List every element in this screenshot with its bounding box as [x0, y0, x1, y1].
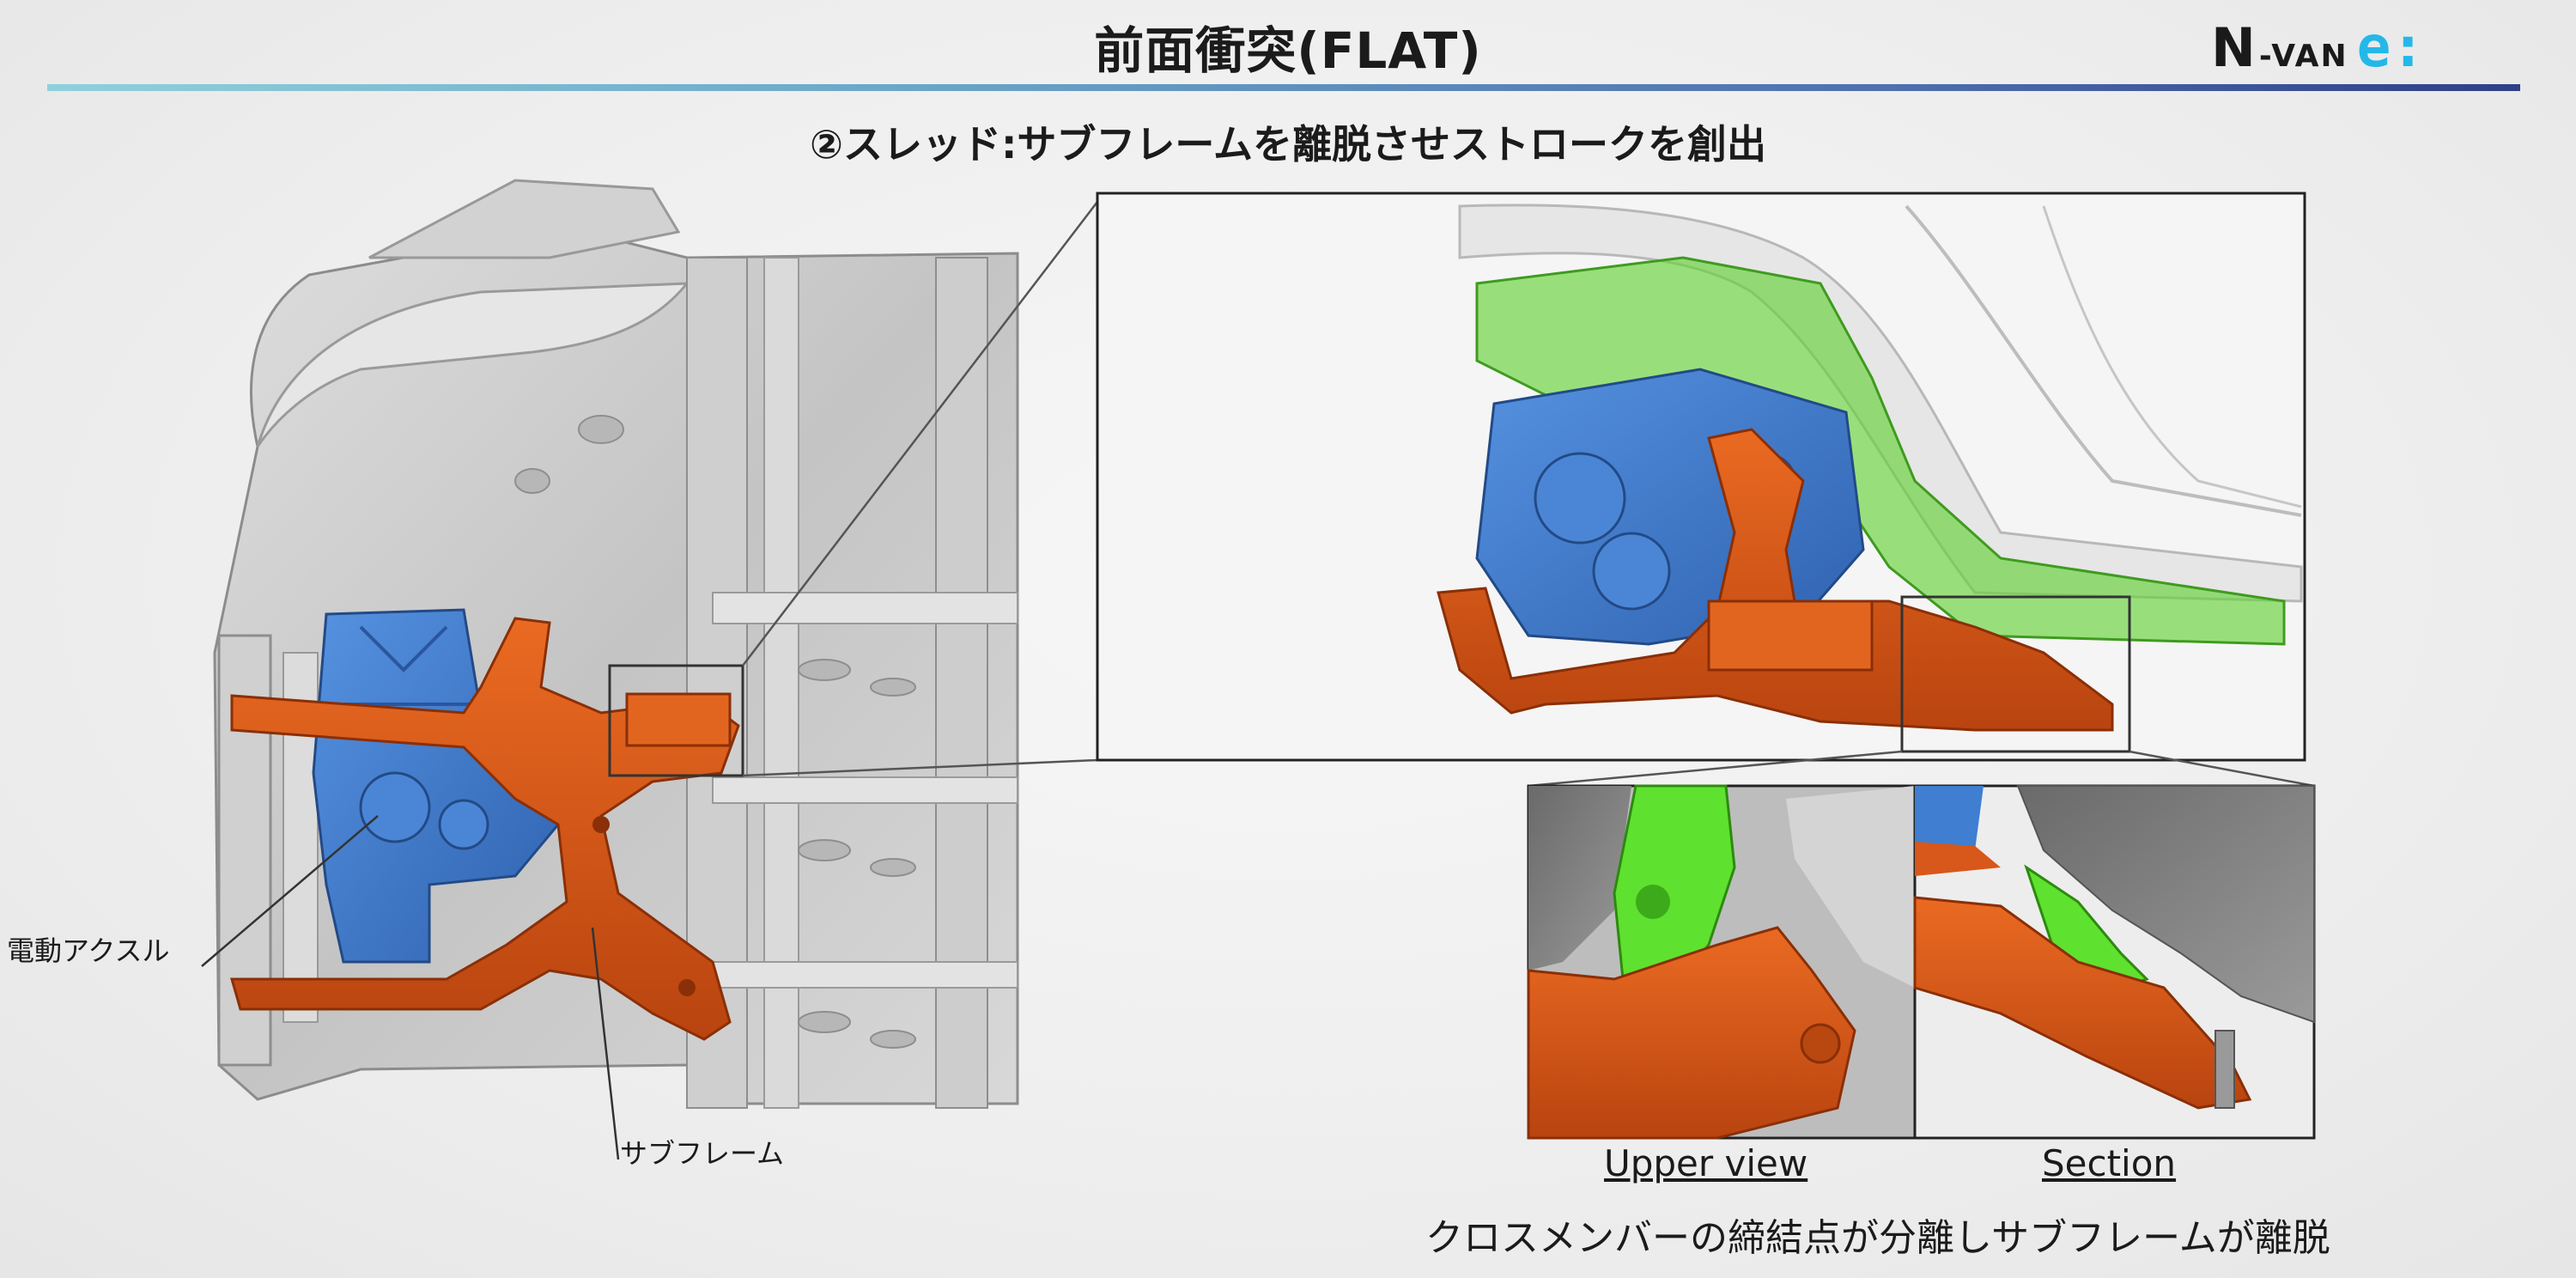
title-rule [47, 84, 2520, 91]
section-view-image [1913, 784, 2316, 1140]
label-leader-lines [201, 815, 620, 1160]
zoom-connector-lines [742, 201, 1098, 777]
logo-n: N [2211, 16, 2256, 79]
electric-axle-part [312, 608, 560, 964]
slide-title: 前面衝突(FLAT) [1094, 21, 1482, 80]
logo-e: e: [2356, 14, 2426, 80]
upper-view-caption: Upper view [1604, 1142, 1808, 1184]
zoom-detail-frame [1096, 192, 2306, 762]
underbody-illustration [213, 179, 1019, 1109]
detail-connector-lines [1528, 750, 2315, 788]
logo-van: -VAN [2258, 39, 2348, 74]
bottom-caption: クロスメンバーの締結点が分離しサブフレームが離脱 [1425, 1216, 2330, 1260]
subframe-label: サブフレーム [620, 1137, 785, 1170]
upper-view-image [1527, 784, 1917, 1140]
slide-subtitle: ②スレッド:サブフレームを離脱させストロークを創出 [810, 121, 1766, 167]
section-caption: Section [2042, 1142, 2177, 1184]
detail-highlight-box [608, 664, 744, 777]
electric-axle-label: 電動アクスル [7, 934, 170, 967]
zoom-inner-box [1900, 595, 2131, 753]
nvan-logo: N -VAN e: [2211, 14, 2537, 80]
subframe-part [230, 617, 740, 1041]
